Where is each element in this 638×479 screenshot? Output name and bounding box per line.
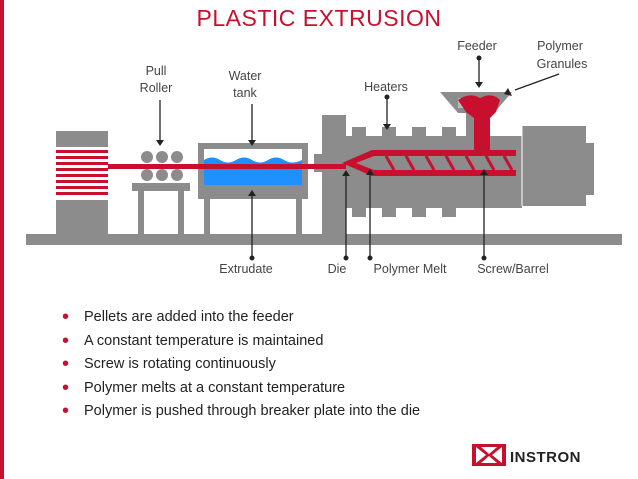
label-heaters: Heaters [364, 80, 408, 94]
logo-text: INSTRON [510, 449, 581, 466]
list-item-text: A constant temperature is maintained [84, 332, 324, 349]
label-die: Die [328, 262, 347, 276]
label-pull-roller-line2: Roller [140, 81, 173, 95]
bullet-dot-icon: • [62, 400, 70, 422]
label-pull-roller-line1: Pull [146, 64, 167, 78]
water-tank [198, 143, 308, 234]
process-steps-list: • Pellets are added into the feeder • A co… [62, 306, 420, 424]
list-item: • Polymer melts at a constant temperature [62, 377, 420, 401]
bullet-dot-icon: • [62, 329, 70, 352]
label-screw-barrel: Screw/Barrel [477, 262, 549, 276]
label-extrudate: Extrudate [219, 262, 273, 276]
list-item-text: Pellets are added into the feeder [84, 309, 294, 325]
bullet-dot-icon: • [62, 376, 70, 399]
list-item-text: Polymer melts at a constant temperature [84, 379, 346, 396]
left-accent-bar [0, 0, 4, 479]
label-polymer-granules-line1: Polymer [537, 39, 583, 53]
label-polymer-melt: Polymer Melt [374, 262, 447, 276]
extrudate-line [108, 164, 346, 169]
pull-roller [132, 151, 190, 234]
label-water-tank-line2: tank [233, 86, 257, 100]
label-polymer-granules-line2: Granules [537, 57, 588, 71]
list-item-text: Screw is rotating continuously [84, 356, 276, 372]
instron-mark-icon [472, 444, 506, 466]
bullet-dot-icon: • [62, 353, 70, 375]
list-item: • Pellets are added into the feeder [62, 306, 420, 330]
list-item: • Screw is rotating continuously [62, 353, 420, 377]
list-item: • A constant temperature is maintained [62, 330, 420, 354]
product-coil [56, 131, 108, 234]
list-item: • Polymer is pushed through breaker plate… [62, 400, 420, 424]
extrusion-diagram: Pull Roller Water tank Heaters Feeder Po… [26, 39, 622, 276]
machine-base [26, 234, 622, 245]
list-item-text: Polymer is pushed through breaker plate … [84, 403, 421, 419]
screw-barrel [322, 115, 594, 234]
instron-logo: INSTRON [472, 444, 581, 466]
label-water-tank-line1: Water [229, 69, 262, 83]
feeder-hopper [440, 92, 512, 150]
bullet-dot-icon: • [62, 306, 70, 328]
page-title: PLASTIC EXTRUSION [196, 5, 442, 31]
label-feeder: Feeder [457, 39, 497, 53]
